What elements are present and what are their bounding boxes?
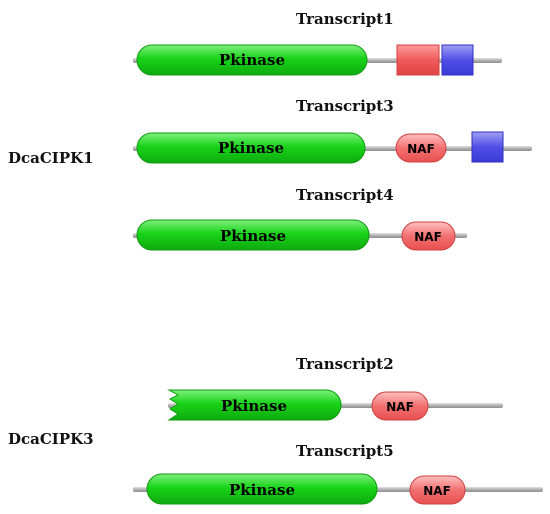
transcript-1-red-box-domain: [396, 44, 440, 76]
transcript-5-pkinase-domain: [146, 473, 378, 505]
transcript-4-track: Transcript4 Pkinase NAF: [133, 186, 467, 251]
transcript-1-label: Transcript1: [296, 10, 394, 28]
transcript-1-blue-box-domain: [441, 44, 474, 76]
gene-label-dcacipk1: DcaCIPK1: [8, 149, 94, 167]
transcript-4-pkinase-domain: [136, 219, 370, 251]
transcript-5-pkinase-label: Pkinase: [229, 481, 295, 499]
transcript-2-label: Transcript2: [296, 355, 394, 373]
transcript-3-pkinase-label: Pkinase: [218, 139, 284, 157]
transcript-3-naf-label: NAF: [407, 142, 435, 156]
transcript-5-label: Transcript5: [296, 442, 394, 460]
transcript-3-naf-domain: [395, 133, 447, 163]
transcript-3-pkinase-domain: [136, 132, 366, 164]
transcript-4-label: Transcript4: [296, 186, 394, 204]
transcript-2-naf-domain: [371, 391, 429, 421]
transcript-3-blue-box-domain: [471, 131, 504, 163]
transcript-3-label: Transcript3: [296, 97, 394, 115]
transcript-1-track: Transcript1 Pkinase: [133, 10, 502, 76]
transcript-2-track: Transcript2 Pkinase NAF: [167, 355, 503, 421]
transcript-2-pkinase-label: Pkinase: [221, 397, 287, 415]
transcript-4-naf-domain: [401, 221, 456, 251]
transcript-5-naf-label: NAF: [423, 484, 451, 498]
transcript-3-track: Transcript3 Pkinase NAF: [133, 97, 532, 164]
transcript-4-naf-label: NAF: [414, 230, 442, 244]
gene-label-dcacipk3: DcaCIPK3: [8, 430, 94, 448]
transcript-4-pkinase-label: Pkinase: [220, 227, 286, 245]
transcript-5-naf-domain: [409, 475, 466, 505]
transcript-2-pkinase-domain: [167, 389, 342, 421]
transcript-2-naf-label: NAF: [386, 400, 414, 414]
transcript-1-pkinase-label: Pkinase: [219, 51, 285, 69]
transcript-5-track: Transcript5 Pkinase NAF: [133, 442, 543, 505]
transcript-1-pkinase-domain: [136, 44, 368, 76]
